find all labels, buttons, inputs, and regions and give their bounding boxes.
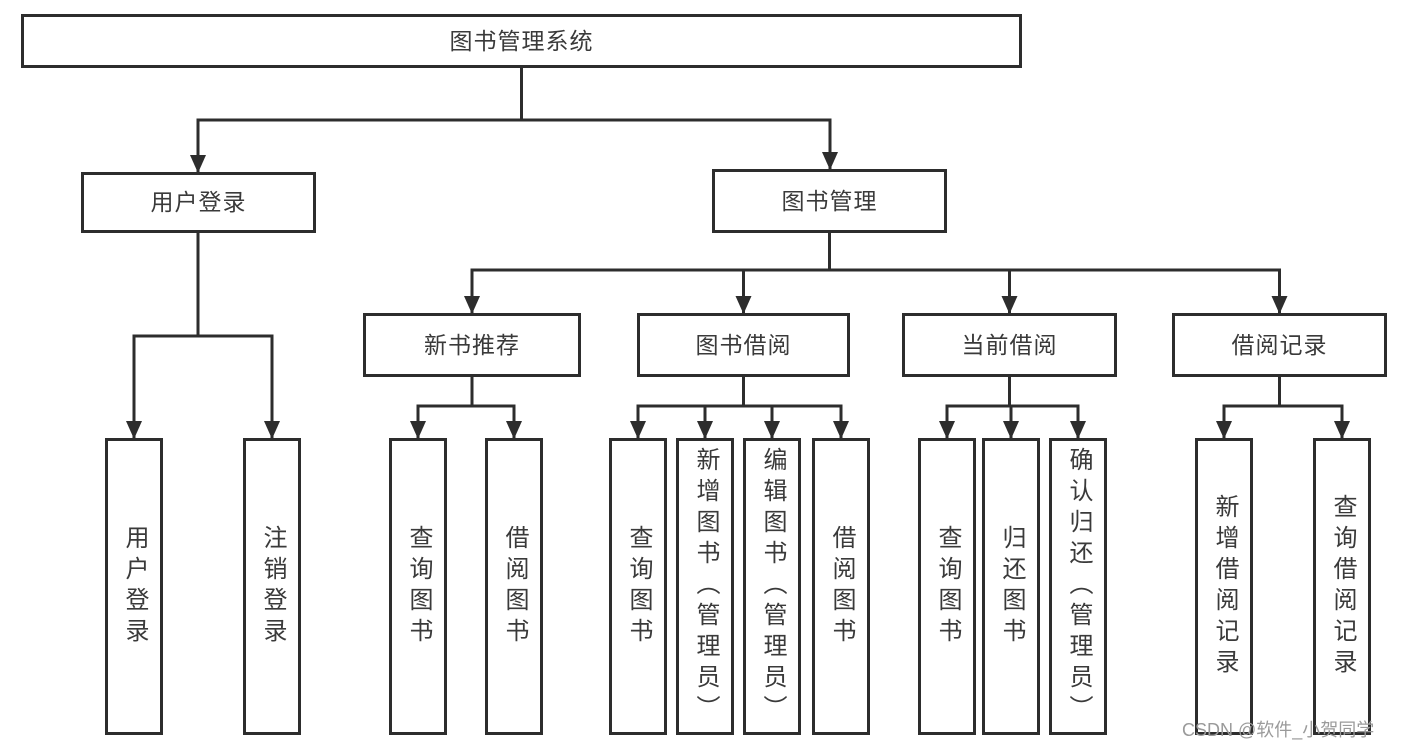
node-label: 借阅记录	[1231, 331, 1328, 358]
node-label: 新增图书（管理员）	[692, 447, 719, 726]
node-user-login: 用户登录	[81, 172, 316, 233]
leaf-return-books: 归还图书	[982, 438, 1040, 735]
node-label: 查询图书	[625, 524, 652, 649]
node-label: 用户登录	[150, 189, 247, 215]
node-label: 新书推荐	[424, 331, 520, 358]
node-label: 图书管理系统	[449, 27, 594, 54]
node-label: 图书借阅	[695, 331, 792, 358]
node-book-borrowing: 图书借阅	[637, 313, 850, 377]
node-borrow-records: 借阅记录	[1172, 313, 1387, 377]
node-new-book-recommend: 新书推荐	[363, 313, 581, 377]
leaf-confirm-return-admin: 确认归还（管理员）	[1049, 438, 1107, 735]
csdn-watermark: CSDN @软件_小贺同学	[1182, 720, 1375, 740]
leaf-query-books-current: 查询图书	[918, 438, 976, 735]
leaf-edit-books-admin: 编辑图书（管理员）	[743, 438, 801, 735]
node-book-management: 图书管理	[712, 169, 947, 233]
node-label: 借阅图书	[828, 524, 855, 649]
leaf-add-books-admin: 新增图书（管理员）	[676, 438, 734, 735]
node-library-management-system: 图书管理系统	[21, 14, 1022, 68]
node-label: 查询图书	[934, 524, 961, 649]
leaf-query-books-borrow: 查询图书	[609, 438, 667, 735]
node-label: 编辑图书（管理员）	[759, 447, 786, 726]
leaf-borrow-books-recommend: 借阅图书	[485, 438, 543, 735]
leaf-add-borrow-record: 新增借阅记录	[1195, 438, 1253, 735]
node-label: 确认归还（管理员）	[1065, 447, 1092, 726]
leaf-query-borrow-record: 查询借阅记录	[1313, 438, 1371, 735]
node-label: 归还图书	[998, 524, 1025, 649]
leaf-query-books-recommend: 查询图书	[389, 438, 447, 735]
leaf-borrow-books: 借阅图书	[812, 438, 870, 735]
node-label: 查询借阅记录	[1329, 493, 1356, 680]
node-label: 用户登录	[121, 524, 148, 649]
leaf-logout: 注销登录	[243, 438, 301, 735]
node-label: 图书管理	[781, 187, 878, 214]
node-label: 当前借阅	[961, 331, 1058, 358]
leaf-user-login: 用户登录	[105, 438, 163, 735]
node-label: 注销登录	[259, 524, 286, 649]
node-label: 查询图书	[405, 524, 432, 649]
node-label: 新增借阅记录	[1211, 493, 1238, 680]
node-label: 借阅图书	[501, 524, 528, 649]
node-current-borrowing: 当前借阅	[902, 313, 1117, 377]
